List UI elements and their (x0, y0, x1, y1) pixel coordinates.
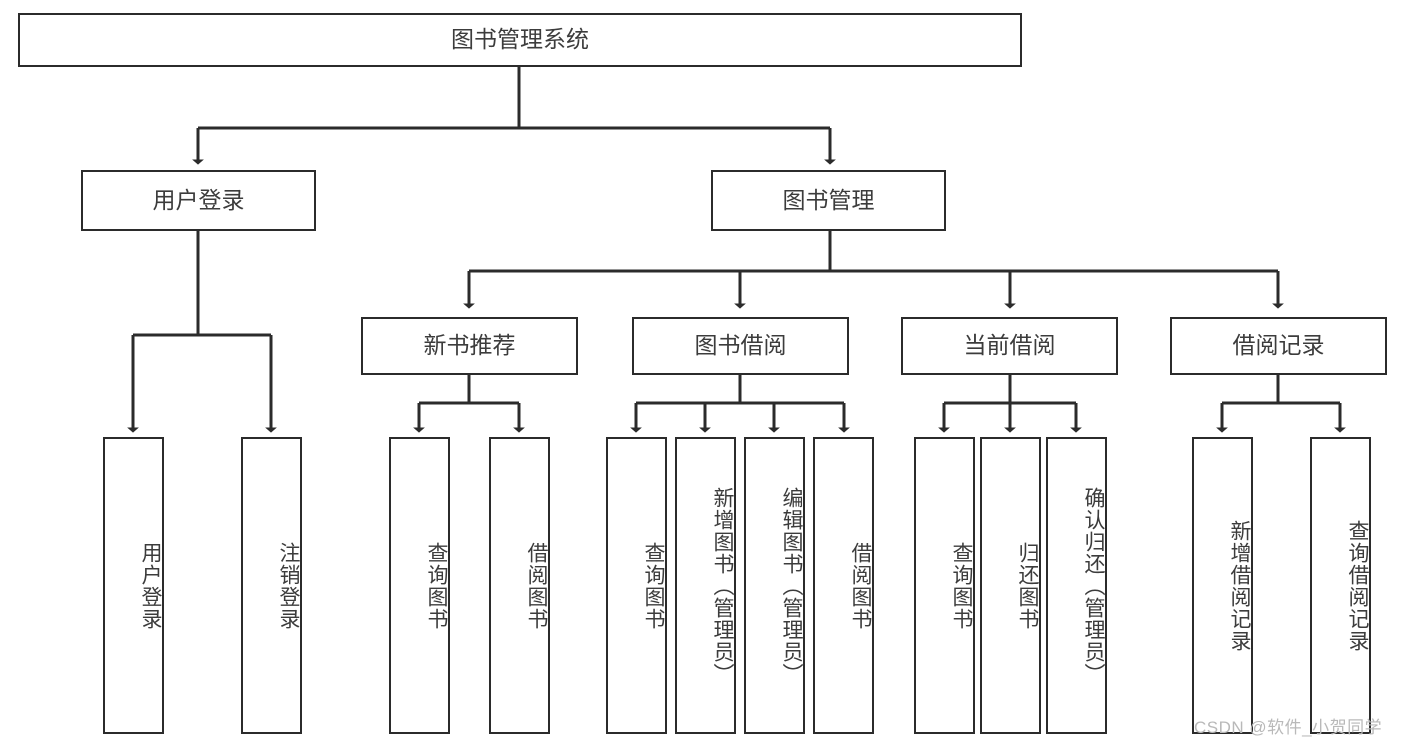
node-user-login-label: 用户登录 (152, 186, 245, 213)
node-leaf-add-record-label: 新增借阅记录 (1228, 519, 1251, 652)
node-leaf-logout-login-label: 注销登录 (277, 541, 300, 630)
node-leaf-add-book-label: 新增图书（管理员） (711, 486, 734, 685)
node-leaf-add-book[interactable]: 新增图书（管理员） (675, 437, 736, 734)
node-leaf-return-book-label: 归还图书 (1016, 541, 1039, 630)
node-book-management-label: 图书管理 (782, 186, 875, 213)
node-leaf-add-record[interactable]: 新增借阅记录 (1192, 437, 1253, 734)
node-leaf-logout-login[interactable]: 注销登录 (241, 437, 302, 734)
node-leaf-borrow-book-2[interactable]: 借阅图书 (813, 437, 874, 734)
node-leaf-query-book-2-label: 查询图书 (642, 541, 665, 630)
node-leaf-borrow-book-1-label: 借阅图书 (525, 541, 548, 630)
node-leaf-borrow-book-2-label: 借阅图书 (849, 541, 872, 630)
node-leaf-edit-book-label: 编辑图书（管理员） (780, 486, 803, 685)
node-leaf-user-login-label: 用户登录 (139, 541, 162, 630)
node-leaf-query-book-3[interactable]: 查询图书 (914, 437, 975, 734)
node-leaf-query-book-1[interactable]: 查询图书 (389, 437, 450, 734)
node-leaf-edit-book[interactable]: 编辑图书（管理员） (744, 437, 805, 734)
node-user-login[interactable]: 用户登录 (81, 170, 316, 231)
node-new-book-recommend-label: 新书推荐 (423, 332, 516, 359)
node-book-borrow[interactable]: 图书借阅 (632, 317, 849, 375)
node-new-book-recommend[interactable]: 新书推荐 (361, 317, 578, 375)
node-book-borrow-label: 图书借阅 (694, 332, 787, 359)
node-borrow-record[interactable]: 借阅记录 (1170, 317, 1387, 375)
node-leaf-query-record[interactable]: 查询借阅记录 (1310, 437, 1371, 734)
node-leaf-query-record-label: 查询借阅记录 (1346, 519, 1369, 652)
node-root[interactable]: 图书管理系统 (18, 13, 1022, 67)
node-leaf-confirm-return-label: 确认归还（管理员） (1082, 486, 1105, 685)
node-book-management[interactable]: 图书管理 (711, 170, 946, 231)
node-current-borrow[interactable]: 当前借阅 (901, 317, 1118, 375)
node-leaf-confirm-return[interactable]: 确认归还（管理员） (1046, 437, 1107, 734)
node-leaf-query-book-2[interactable]: 查询图书 (606, 437, 667, 734)
node-leaf-user-login[interactable]: 用户登录 (103, 437, 164, 734)
node-leaf-query-book-3-label: 查询图书 (950, 541, 973, 630)
node-current-borrow-label: 当前借阅 (963, 332, 1056, 359)
node-borrow-record-label: 借阅记录 (1232, 332, 1325, 359)
node-leaf-borrow-book-1[interactable]: 借阅图书 (489, 437, 550, 734)
node-root-label: 图书管理系统 (451, 26, 589, 53)
node-leaf-query-book-1-label: 查询图书 (425, 541, 448, 630)
csdn-watermark: CSDN @软件_小贺同学 (1194, 718, 1383, 737)
node-leaf-return-book[interactable]: 归还图书 (980, 437, 1041, 734)
